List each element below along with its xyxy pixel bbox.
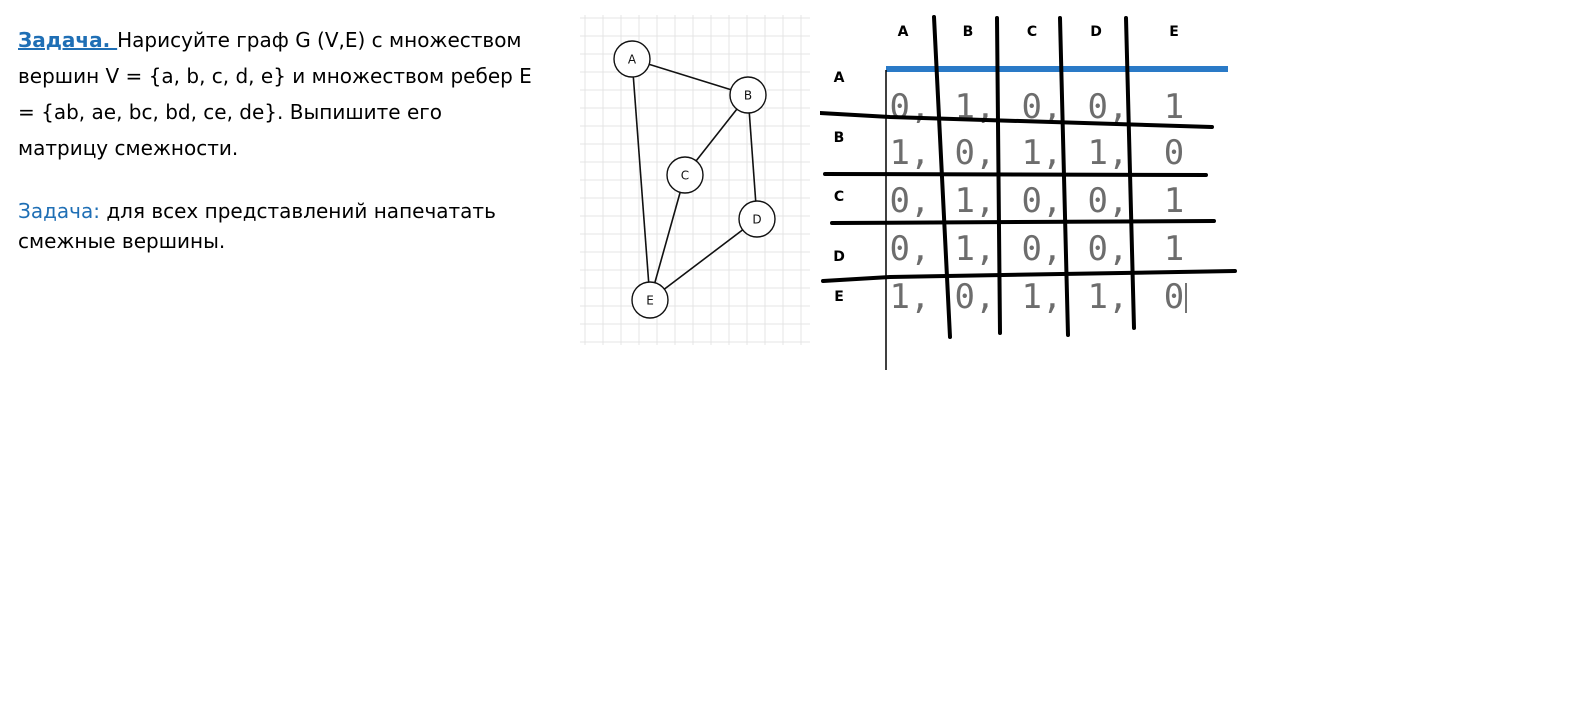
hand-drawn-line — [995, 16, 1002, 335]
graph-nodes: A B C D E — [613, 40, 776, 319]
matrix-cell-r2-c4: 1, — [1088, 133, 1129, 173]
matrix-cell-r3-c5: 1 — [1164, 181, 1184, 221]
matrix-row-header-a: A — [834, 70, 845, 86]
matrix-cells: 0,1,0,0,11,0,1,1,00,1,0,0,10,1,0,0,11,0,… — [890, 87, 1185, 317]
task-1-text: Нарисуйте граф G (V,E) с множеством верш… — [18, 28, 532, 160]
graph-node-circle — [729, 76, 767, 114]
matrix-cell-r3-c3: 0, — [1022, 181, 1063, 221]
graph-node-b: B — [729, 76, 767, 114]
graph-edge-ab — [631, 58, 749, 96]
hand-drawn-line — [820, 111, 1214, 129]
matrix-cell-r5-c2: 0, — [955, 277, 996, 317]
matrix-row-headers: A B C D E — [833, 70, 845, 305]
matrix-row-header-d: D — [833, 249, 845, 265]
hand-drawn-line — [830, 219, 1216, 225]
graph-node-c: C — [666, 156, 704, 194]
hand-drawn-line — [932, 15, 952, 339]
matrix-cell-r2-c5: 0 — [1164, 133, 1184, 173]
graph-node-label: B — [744, 89, 752, 103]
task-1-paragraph: Задача. Нарисуйте граф G (V,E) с множест… — [18, 22, 538, 166]
matrix-cell-r4-c5: 1 — [1164, 229, 1184, 269]
graph-edge-bd — [747, 94, 758, 220]
matrix-cell-r5-c1: 1, — [890, 277, 931, 317]
matrix-cell-r5-c5: 0 — [1164, 277, 1184, 317]
matrix-col-header-a: A — [898, 24, 909, 40]
matrix-top-bar — [886, 66, 1228, 72]
matrix-col-header-c: C — [1027, 24, 1037, 40]
matrix-col-header-d: D — [1090, 24, 1102, 40]
graph-node-label: A — [628, 53, 637, 67]
graph-node-label: C — [681, 169, 689, 183]
matrix-col-header-e: E — [1169, 24, 1179, 40]
hand-drawn-line — [1058, 16, 1070, 337]
matrix-cell-r3-c2: 1, — [955, 181, 996, 221]
matrix-row-header-c: C — [834, 189, 844, 205]
matrix-cell-r5-c4: 1, — [1088, 277, 1129, 317]
matrix-cell-r4-c4: 0, — [1088, 229, 1129, 269]
graph-node-e: E — [631, 281, 669, 319]
matrix-hand-lines — [820, 15, 1237, 339]
graph-node-circle — [738, 200, 776, 238]
hand-drawn-line — [1124, 16, 1136, 330]
graph-node-label: E — [646, 294, 654, 308]
graph-edge-de — [649, 218, 758, 301]
matrix-cell-r2-c1: 1, — [890, 133, 931, 173]
hand-drawn-line — [823, 172, 1208, 177]
graph-figure: A B C D E — [580, 15, 810, 345]
matrix-cell-r1-c1: 0, — [890, 87, 931, 127]
matrix-col-headers: A B C D E — [898, 24, 1179, 40]
task-2-label: Задача: — [18, 199, 100, 223]
matrix-row-header-b: B — [834, 130, 845, 146]
matrix-cell-r3-c4: 0, — [1088, 181, 1129, 221]
graph-edge-ae — [631, 58, 651, 301]
graph-node-circle — [666, 156, 704, 194]
matrix-cell-r4-c1: 0, — [890, 229, 931, 269]
task-1-label: Задача. — [18, 28, 118, 52]
graph-node-d: D — [738, 200, 776, 238]
graph-edge-ce — [649, 174, 686, 301]
matrix-cell-r4-c2: 1, — [955, 229, 996, 269]
task-2-text: для всех представлений напечатать смежны… — [18, 199, 496, 253]
task-2-paragraph: Задача: для всех представлений напечатат… — [18, 196, 538, 256]
matrix-cell-r5-c3: 1, — [1022, 277, 1063, 317]
matrix-row-header-e: E — [834, 289, 844, 305]
matrix-cell-r1-c5: 1 — [1164, 87, 1184, 127]
matrix-col-header-b: B — [963, 24, 974, 40]
matrix-cell-r4-c3: 0, — [1022, 229, 1063, 269]
matrix-cell-r2-c2: 0, — [955, 133, 996, 173]
matrix-cell-r2-c3: 1, — [1022, 133, 1063, 173]
graph-node-circle — [631, 281, 669, 319]
matrix-cell-r3-c1: 0, — [890, 181, 931, 221]
matrix-cell-r1-c4: 0, — [1088, 87, 1129, 127]
graph-node-a: A — [613, 40, 651, 78]
graph-node-circle — [613, 40, 651, 78]
hand-drawn-line — [821, 269, 1237, 283]
graph-node-label: D — [752, 213, 761, 227]
